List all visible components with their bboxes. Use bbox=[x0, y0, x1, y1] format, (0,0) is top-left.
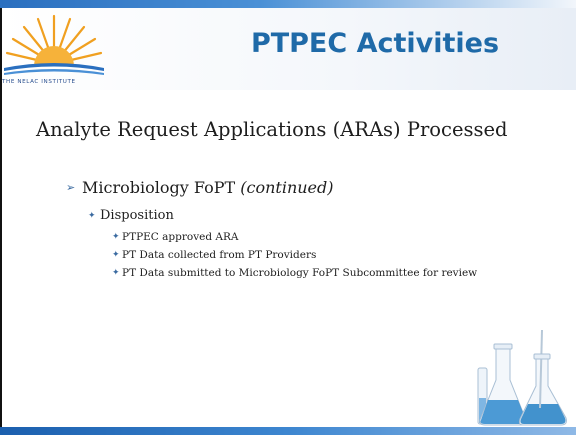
bullet-level3-text: PT Data collected from PT Providers bbox=[122, 249, 317, 261]
bottom-accent-bar bbox=[0, 427, 576, 435]
left-border bbox=[0, 8, 2, 428]
arrow-bullet-icon: ➢ bbox=[66, 181, 76, 194]
logo-text: THE NELAC INSTITUTE bbox=[2, 79, 76, 85]
small-bullet-icon: ✦ bbox=[112, 232, 120, 242]
lab-flasks-icon bbox=[477, 329, 567, 426]
small-bullet-icon: ✦ bbox=[112, 268, 120, 278]
rising-sun-logo-icon bbox=[4, 14, 104, 75]
bullet-level2-text: Disposition bbox=[100, 208, 174, 223]
bullet-level1-continued: (continued) bbox=[240, 178, 334, 197]
bullet-level2: ✦ Disposition bbox=[88, 208, 174, 223]
header-band bbox=[0, 8, 576, 90]
small-bullet-icon: ✦ bbox=[112, 250, 120, 260]
bullet-level3-item: ✦ PT Data submitted to Microbiology FoPT… bbox=[112, 267, 522, 280]
section-heading: Analyte Request Applications (ARAs) Proc… bbox=[36, 118, 508, 141]
bullet-level1: ➢ Microbiology FoPT (continued) bbox=[66, 178, 334, 197]
bullet-level1-text: Microbiology FoPT bbox=[82, 178, 236, 197]
bullet-level3-item: ✦ PTPEC approved ARA bbox=[112, 231, 532, 244]
bullet-level3-item: ✦ PT Data collected from PT Providers bbox=[112, 249, 532, 262]
slide-title: PTPEC Activities bbox=[250, 28, 500, 59]
bullet-level3-text: PTPEC approved ARA bbox=[122, 231, 239, 243]
star-bullet-icon: ✦ bbox=[88, 211, 96, 221]
top-accent-bar bbox=[0, 0, 576, 8]
bullet-level3-text: PT Data submitted to Microbiology FoPT S… bbox=[122, 267, 478, 279]
